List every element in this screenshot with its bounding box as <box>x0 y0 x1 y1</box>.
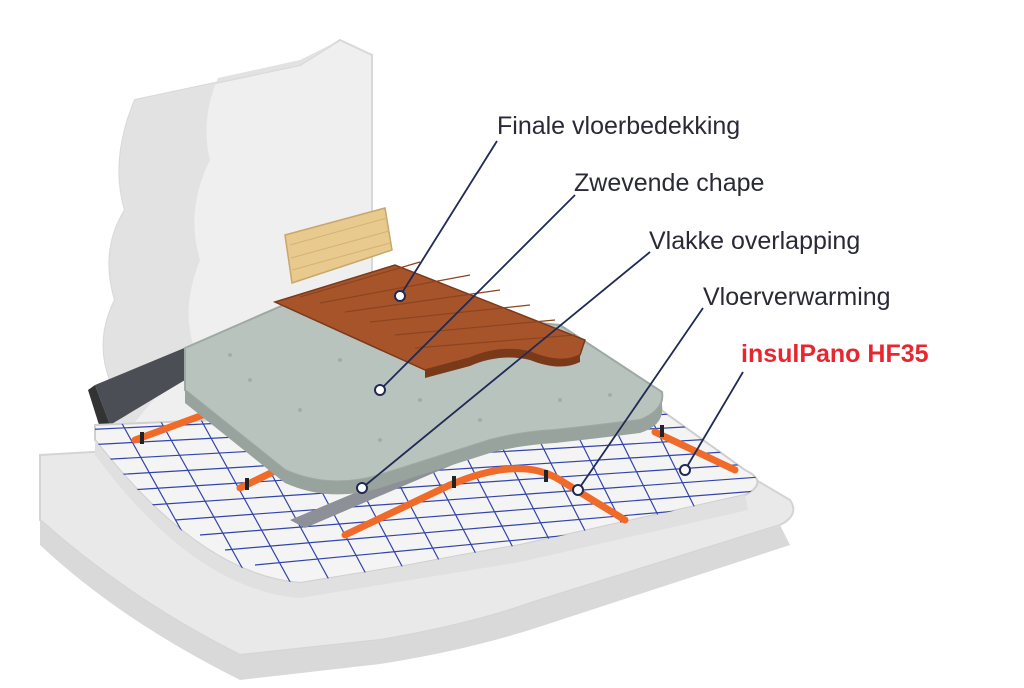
label-product-name: insulPano HF35 <box>741 340 929 368</box>
label-vlakke-overlapping: Vlakke overlapping <box>649 227 861 255</box>
leader-lines <box>361 140 744 491</box>
label-vloerverwarming: Vloerverwarming <box>703 283 891 311</box>
pipe-clips <box>140 425 664 490</box>
leader-markers <box>356 290 691 496</box>
label-zwevende-chape: Zwevende chape <box>574 169 765 197</box>
screed-speckles <box>228 353 612 442</box>
label-finale-vloerbedekking: Finale vloerbedekking <box>497 112 741 140</box>
